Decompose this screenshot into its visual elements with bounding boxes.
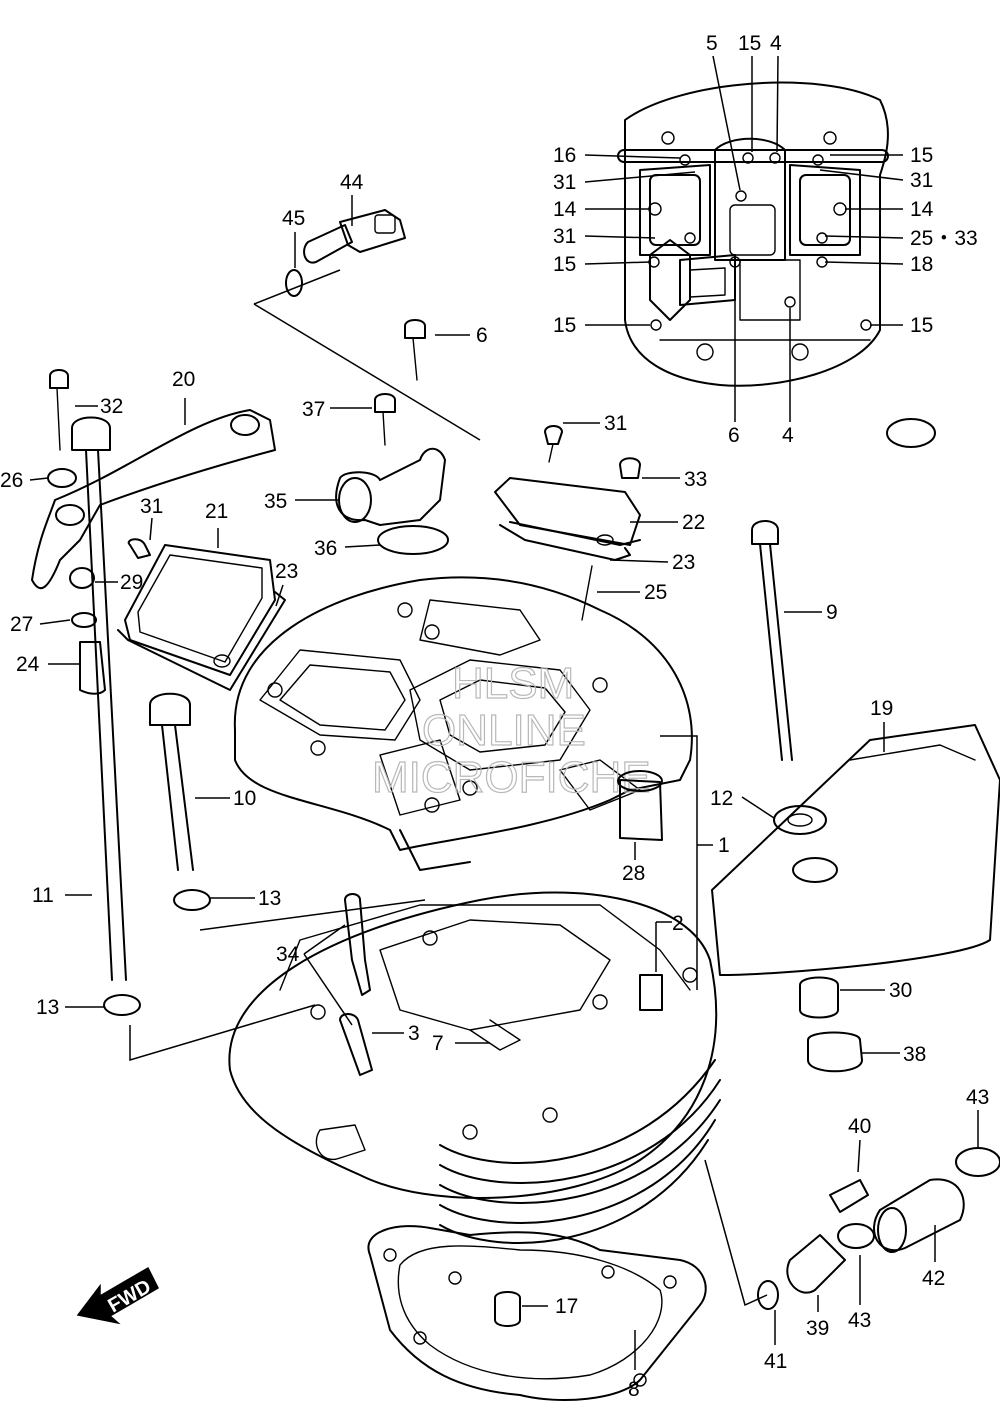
callout-25-33: 25・33 — [910, 227, 978, 250]
left-valve-cover — [117, 538, 286, 691]
callout-31-left-1: 31 — [553, 171, 576, 194]
head-top-view-inset — [617, 81, 889, 387]
svg-text:HLSM: HLSM — [452, 659, 574, 708]
callout-24: 24 — [16, 653, 40, 676]
callout-9: 9 — [826, 601, 838, 624]
right-valve-cover — [494, 425, 641, 621]
svg-text:MICROFICHE: MICROFICHE — [372, 753, 651, 802]
callout-26: 26 — [0, 469, 23, 492]
callout-15-top: 15 — [738, 32, 761, 55]
callout-39: 39 — [806, 1317, 829, 1340]
callout-15-left-3: 15 — [553, 314, 576, 337]
callout-32: 32 — [100, 395, 123, 418]
callout-42: 42 — [922, 1267, 945, 1290]
callout-35: 35 — [264, 490, 287, 513]
callout-11: 11 — [32, 884, 54, 907]
callout-43-top: 43 — [966, 1086, 989, 1109]
callout-20: 20 — [172, 368, 195, 391]
inset-leaders — [584, 55, 904, 422]
callout-19: 19 — [870, 697, 893, 720]
callout-45: 45 — [282, 207, 305, 230]
callout-30: 30 — [889, 979, 912, 1002]
callout-29: 29 — [120, 571, 143, 594]
callout-33: 33 — [684, 468, 707, 491]
callout-28: 28 — [622, 862, 645, 885]
callout-4-bottom: 4 — [782, 424, 794, 447]
callout-13b: 13 — [36, 996, 59, 1019]
fwd-arrow-icon: FWD — [76, 1266, 159, 1325]
callout-18: 18 — [910, 253, 933, 276]
temperature-sensor — [285, 209, 406, 297]
callout-10: 10 — [233, 787, 256, 810]
callout-3: 3 — [408, 1022, 420, 1045]
callout-25: 25 — [644, 581, 667, 604]
callout-15-right-1: 15 — [910, 144, 933, 167]
callout-17: 17 — [555, 1295, 578, 1318]
water-fittings — [757, 1147, 1000, 1310]
water-outlet — [335, 319, 449, 555]
callout-8: 8 — [628, 1378, 640, 1401]
callout-31-left-2: 31 — [553, 225, 576, 248]
callout-7: 7 — [432, 1032, 444, 1055]
callout-13a: 13 — [258, 887, 281, 910]
cylinder-block-area — [228, 891, 721, 1244]
callout-15-right-3: 15 — [910, 314, 933, 337]
callout-14-left: 14 — [553, 198, 577, 221]
watermark: HLSM ONLINE MICROFICHE — [371, 658, 651, 802]
callout-44: 44 — [340, 171, 364, 194]
callout-6-inset: 6 — [728, 424, 740, 447]
callout-14-right: 14 — [910, 198, 934, 221]
callout-36: 36 — [314, 537, 337, 560]
head-gasket — [367, 1225, 707, 1401]
callout-12: 12 — [710, 787, 733, 810]
heat-guard — [31, 369, 276, 695]
callout-34: 34 — [276, 943, 300, 966]
callout-40: 40 — [848, 1115, 871, 1138]
side-cover — [711, 418, 1000, 1073]
callout-1: 1 — [718, 834, 730, 857]
callout-41: 41 — [764, 1350, 787, 1373]
svg-text:ONLINE: ONLINE — [422, 706, 586, 755]
callout-31-left-cover: 31 — [140, 495, 163, 518]
head-bolts — [71, 416, 827, 1016]
blind-plug — [617, 770, 663, 841]
callout-31-mid: 31 — [604, 412, 627, 435]
callout-labels: 1 2 3 4 4 5 6 6 7 8 9 10 11 12 13 13 14 … — [0, 32, 989, 1401]
callout-5: 5 — [706, 32, 718, 55]
callout-38: 38 — [903, 1043, 926, 1066]
callout-31-right: 31 — [910, 169, 933, 192]
callout-27: 27 — [10, 613, 33, 636]
callout-43-bottom: 43 — [848, 1309, 871, 1332]
callout-15-left-2: 15 — [553, 253, 576, 276]
callout-23-left: 23 — [275, 560, 298, 583]
callout-37: 37 — [302, 398, 325, 421]
callout-4-top: 4 — [770, 32, 782, 55]
callout-21: 21 — [205, 500, 228, 523]
callout-22: 22 — [682, 511, 705, 534]
callout-23-right: 23 — [672, 551, 695, 574]
callout-6: 6 — [476, 324, 488, 347]
callout-16: 16 — [553, 144, 576, 167]
callout-2: 2 — [672, 912, 684, 935]
